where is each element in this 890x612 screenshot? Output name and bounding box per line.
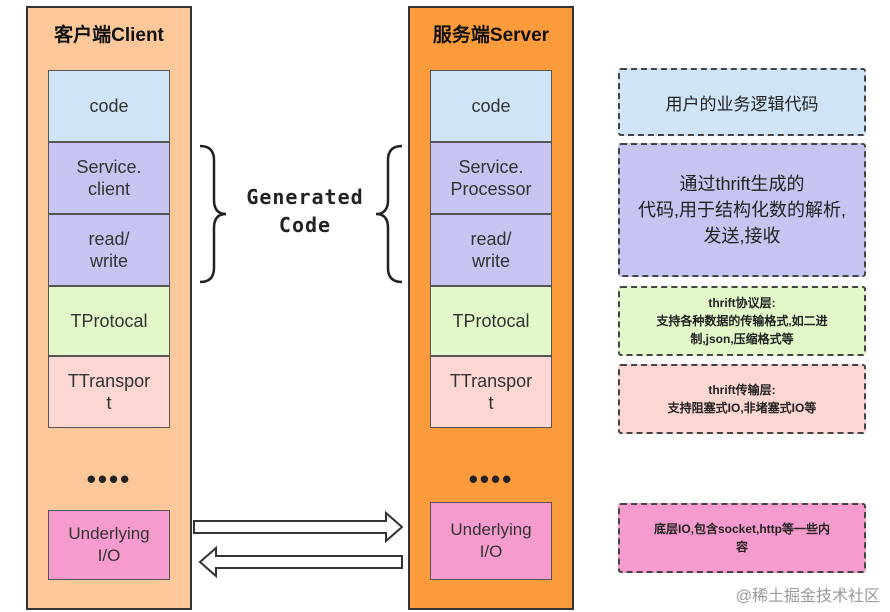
note-transport-line-1: thrift传输层: [708, 383, 776, 397]
server-code-layer: code [430, 70, 552, 142]
client-code-layer: code [48, 70, 170, 142]
client-rw-label-2: write [89, 251, 128, 271]
server-protocol-layer: TProtocal [430, 286, 552, 356]
server-title: 服务端Server [432, 25, 550, 46]
server-rw-label-2: write [471, 251, 510, 271]
client-service-layer: Service.client [48, 142, 170, 214]
server-service-label-2: Processor [450, 179, 532, 199]
left-brace-icon [199, 144, 227, 284]
note-transport-line-2: 支持阻塞式IO,非堵塞式IO等 [667, 401, 817, 415]
note-code-text: 用户的业务逻辑代码 [665, 94, 819, 114]
client-service-label-2: client [87, 179, 131, 199]
generated-line-2: Code [278, 213, 332, 237]
note-io-line-1: 底层IO,包含socket,http等一些内 [653, 522, 830, 536]
note-protocol-line-3: 制,json,压缩格式等 [690, 332, 794, 346]
client-io-label-1: Underlying [68, 524, 150, 543]
client-service-label-1: Service. [76, 157, 142, 177]
client-transport-label-1: TTranspor [67, 371, 151, 391]
server-transport-label-1: TTranspor [449, 371, 533, 391]
note-transport: thrift传输层: 支持阻塞式IO,非堵塞式IO等 [618, 364, 866, 434]
note-io: 底层IO,包含socket,http等一些内 容 [618, 503, 866, 573]
note-protocol-line-2: 支持各种数据的传输格式,如二进 [656, 314, 828, 328]
right-brace-icon [375, 144, 403, 284]
client-io-label-2: I/O [97, 546, 121, 565]
generated-code-label: Generated Code [240, 183, 370, 239]
client-rw-label-1: read/ [88, 229, 130, 249]
server-column: 服务端Server code Service.Processor read/wr… [408, 6, 574, 610]
server-ellipsis: •••• [468, 464, 514, 494]
request-arrow-icon [193, 510, 404, 544]
note-generated-line-3: 发送,接收 [703, 226, 781, 246]
client-readwrite-layer: read/write [48, 214, 170, 286]
note-protocol-line-1: thrift协议层: [708, 296, 776, 310]
server-rw-label-1: read/ [470, 229, 512, 249]
watermark: @稀土掘金技术社区 [735, 588, 880, 605]
server-transport-label-2: t [488, 393, 494, 413]
server-protocol-label: TProtocal [452, 311, 530, 331]
server-code-label: code [471, 96, 511, 116]
server-io-label-1: Underlying [450, 520, 532, 539]
server-io-label-2: I/O [479, 542, 503, 561]
note-code: 用户的业务逻辑代码 [618, 68, 866, 136]
response-arrow-icon [198, 545, 403, 579]
note-generated-line-2: 代码,用于结构化数的解析, [637, 200, 846, 220]
note-generated: 通过thrift生成的 代码,用于结构化数的解析, 发送,接收 [618, 143, 866, 277]
client-column: 客户端Client code Service.client read/write… [26, 6, 192, 610]
client-code-label: code [89, 96, 129, 116]
client-title: 客户端Client [54, 25, 164, 46]
note-generated-line-1: 通过thrift生成的 [679, 174, 805, 194]
note-protocol: thrift协议层: 支持各种数据的传输格式,如二进 制,json,压缩格式等 [618, 286, 866, 356]
client-ellipsis: •••• [86, 464, 132, 494]
generated-line-1: Generated [246, 185, 364, 209]
client-transport-label-2: t [106, 393, 112, 413]
server-service-label-1: Service. [458, 157, 524, 177]
client-protocol-layer: TProtocal [48, 286, 170, 356]
server-readwrite-layer: read/write [430, 214, 552, 286]
note-io-line-2: 容 [735, 540, 748, 554]
server-service-layer: Service.Processor [430, 142, 552, 214]
client-protocol-label: TProtocal [70, 311, 148, 331]
